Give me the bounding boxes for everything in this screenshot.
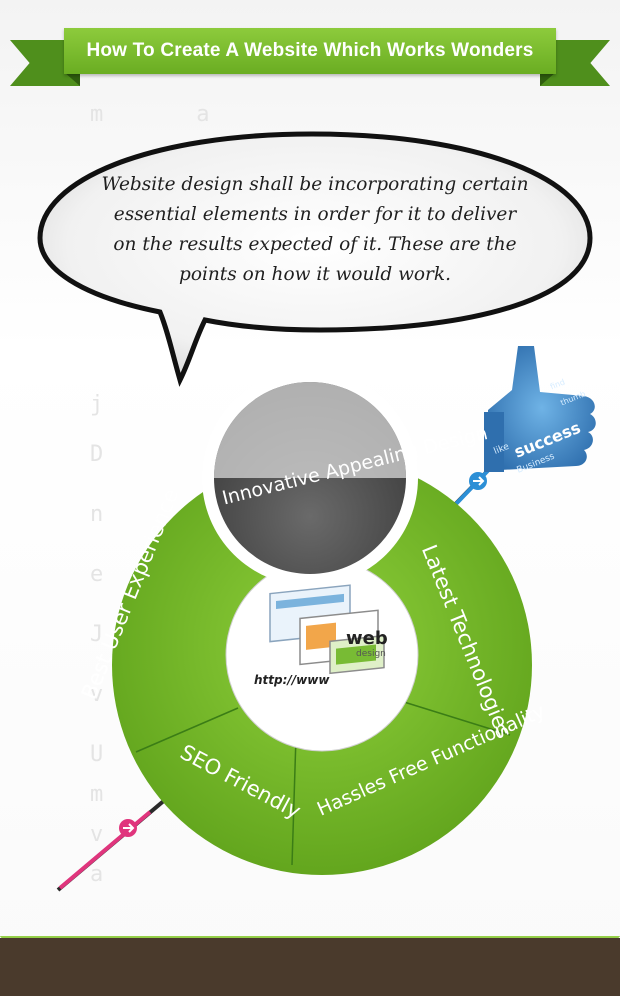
- wheel-divider: [403, 701, 511, 736]
- wheel-divider: [135, 707, 239, 753]
- web-design-graphic: [269, 584, 385, 675]
- arrow-line-left-accent: [58, 810, 152, 890]
- ground-strip: [0, 938, 620, 996]
- page-title: How To Create A Website Which Works Wond…: [86, 40, 534, 61]
- browser-image: [336, 644, 376, 665]
- browser-bar: [276, 593, 344, 609]
- web-logo-sub: design: [356, 649, 386, 659]
- browser-image: [306, 622, 336, 650]
- thumb-cuff: [484, 412, 504, 472]
- url-text: http://www: [254, 673, 330, 687]
- arrow-icon-glyph: [473, 476, 485, 486]
- arrow-icon-glyph: [123, 823, 135, 833]
- top-circle-highlight: [214, 382, 406, 478]
- thumbs-up-icon: [484, 346, 596, 472]
- wheel-divider: [291, 735, 297, 866]
- thumb-word: find: [549, 377, 566, 391]
- bubble-shape: [37, 131, 593, 387]
- ribbon-band: How To Create A Website Which Works Wond…: [64, 28, 556, 74]
- thumb-shape: [488, 346, 596, 470]
- title-ribbon: How To Create A Website Which Works Wond…: [0, 0, 620, 100]
- web-logo-word: web: [346, 628, 388, 649]
- intro-text: Website design shall be incorporating ce…: [101, 174, 529, 285]
